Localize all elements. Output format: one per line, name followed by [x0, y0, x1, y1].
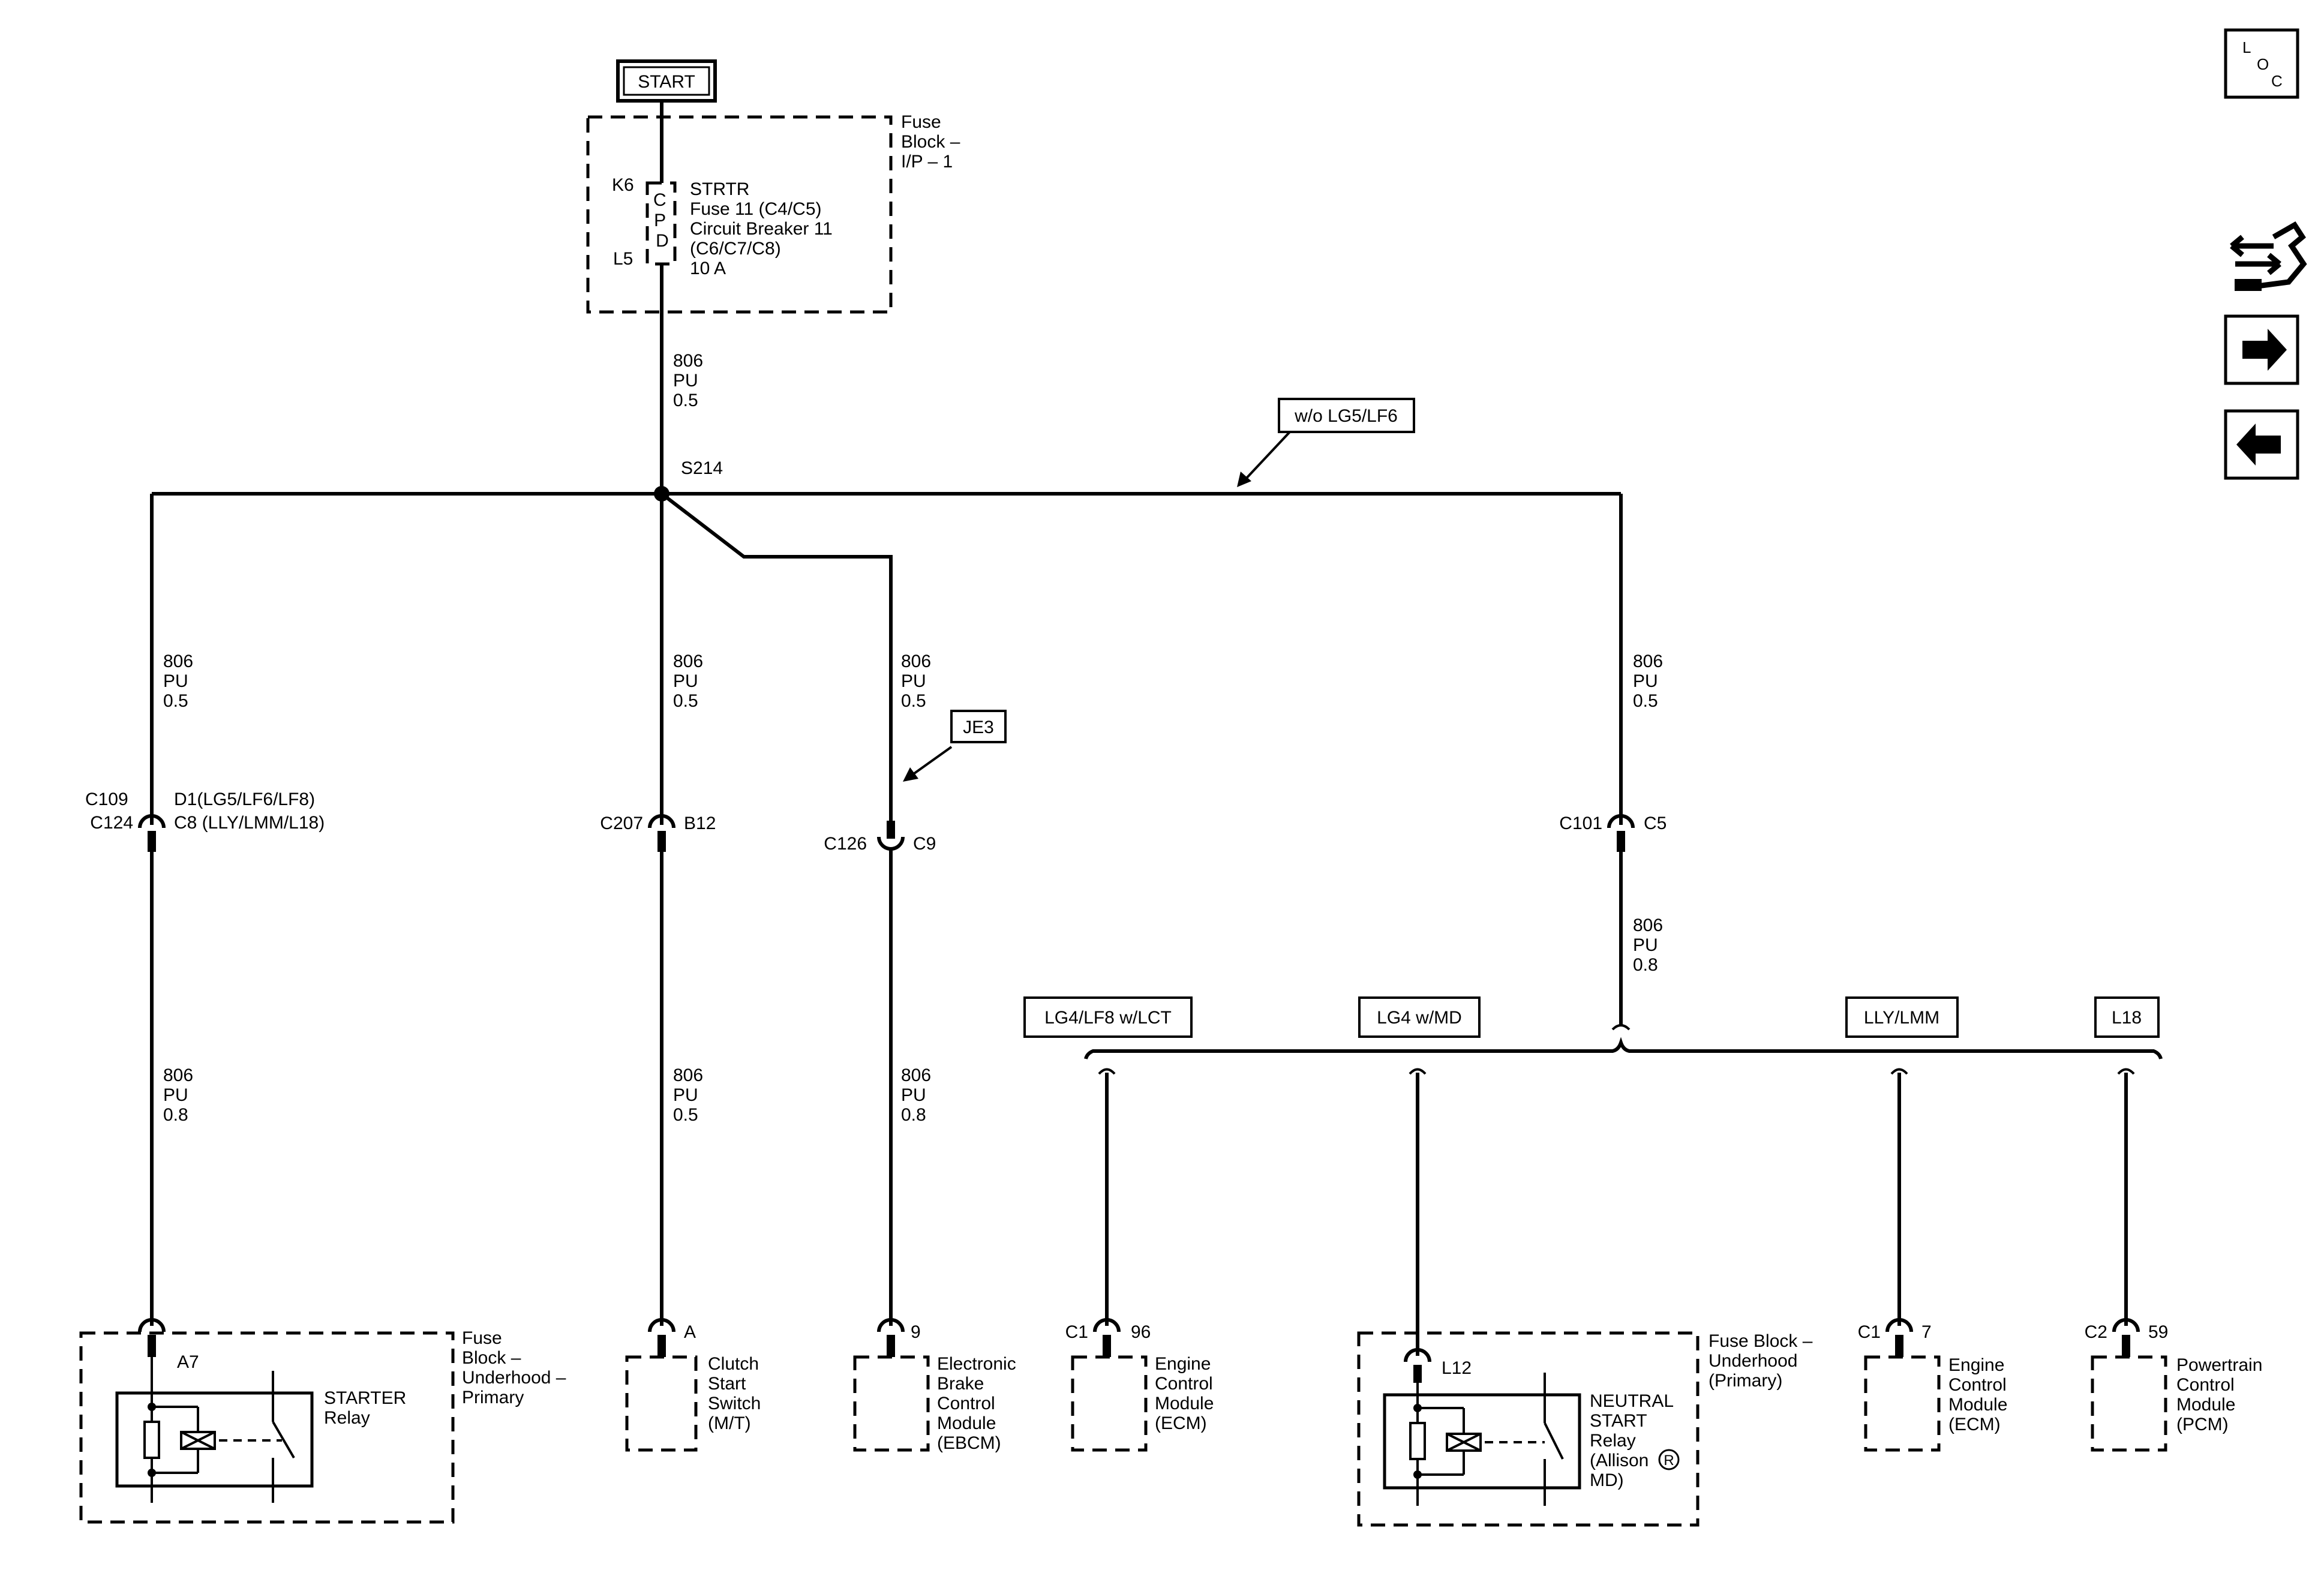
pin-96-label: 96 [1131, 1322, 1151, 1342]
option-lly-lmm: LLY/LMM [1864, 1008, 1939, 1028]
arrowhead [903, 767, 918, 782]
option-box-l18 [2094, 996, 2160, 1038]
loc-button[interactable]: L O C [2224, 28, 2299, 99]
wire-branch-ebcm [660, 492, 893, 821]
pin-9-symbol [877, 1318, 905, 1332]
svg-text:C: C [2271, 72, 2283, 90]
connector-c207-pin-label: B12 [684, 813, 716, 833]
connector-c126-pin-label: C9 [913, 834, 936, 854]
wire-break-symbol [1611, 1024, 1631, 1031]
connector-c109-symbol [138, 814, 166, 828]
wire-break-ecm2 [1890, 1068, 1908, 1075]
option-l18: L18 [2112, 1008, 2142, 1028]
svg-text:O: O [2257, 55, 2269, 73]
ebcm-label: Electronic Brake Control Module (EBCM) [937, 1354, 1021, 1453]
wire-label-starter-lower: 806 PU 0.8 [163, 1065, 198, 1125]
start-label-box: START [616, 59, 717, 103]
wire-label-clutch-lower: 806 PU 0.5 [673, 1065, 708, 1125]
arrow-left-icon [2236, 424, 2281, 466]
pin-96-symbol [1093, 1318, 1121, 1332]
connector-c207-label: C207 [600, 813, 643, 833]
wire-label-clutch-upper: 806 PU 0.5 [673, 652, 708, 711]
ecm1-conn-label: C1 [1065, 1322, 1088, 1342]
ecm1-outline [1071, 1355, 1148, 1452]
fuse-block-ip-outline [586, 115, 893, 314]
ecm2-conn-label: C1 [1858, 1322, 1881, 1342]
option-box-lly-lmm [1845, 996, 1959, 1038]
pin-l12-label: L12 [1442, 1358, 1472, 1378]
wire-label-starter-upper: 806 PU 0.5 [163, 652, 198, 711]
fuse-pin-l5: L5 [613, 249, 633, 269]
wire-break-ecm1 [1098, 1068, 1116, 1075]
connector-c101-pin-label: C5 [1644, 813, 1667, 833]
pin-a7-label: A7 [177, 1352, 199, 1372]
splice-label: S214 [681, 458, 723, 478]
clutch-switch-outline [625, 1355, 698, 1452]
arrowhead [1237, 472, 1251, 487]
pin-7-symbol [1885, 1318, 1913, 1332]
wire-label-c101-upper: 806 PU 0.5 [1633, 652, 1668, 711]
neutral-fuse-block-outline [1357, 1331, 1700, 1527]
option-je3-arrow [911, 746, 953, 776]
registered-mark-letter: R [1664, 1452, 1674, 1469]
neutral-relay-label: NEUTRAL START Relay (Allison MD) [1590, 1391, 1678, 1490]
option-box-lg4-md [1358, 996, 1481, 1038]
svg-text:L: L [2242, 38, 2251, 56]
fuse-pin-k6: K6 [612, 175, 634, 195]
start-label: START [638, 72, 695, 92]
connector-c109-label: C109 C124 [85, 789, 133, 833]
connector-c101-label: C101 [1559, 813, 1602, 833]
clutch-switch-label: Clutch Start Switch (M/T) [708, 1354, 766, 1433]
connector-swap-icon[interactable] [2230, 221, 2307, 291]
option-bus [1084, 1037, 2163, 1059]
option-wo-lg5-arrow [1244, 431, 1291, 481]
pin-59-label: 59 [2148, 1322, 2168, 1342]
neutral-start-relay [1383, 1373, 1581, 1506]
wire-label-top: 806 PU 0.5 [673, 351, 708, 410]
ecm1-label: Engine Control Module (ECM) [1155, 1354, 1219, 1433]
pin-7-label: 7 [1921, 1322, 1932, 1342]
connector-c101-symbol [1607, 814, 1635, 828]
wire-break-pcm [2117, 1068, 2135, 1075]
starter-relay [115, 1357, 314, 1503]
starter-relay-label: STARTER Relay [324, 1388, 412, 1428]
pin-9-label: 9 [911, 1322, 921, 1342]
neutral-fuse-block-label: Fuse Block – Underhood (Primary) [1709, 1331, 1818, 1391]
starter-fuse-block-outline [79, 1331, 455, 1524]
option-box-lg4-lf8 [1023, 996, 1193, 1038]
pcm-label: Powertrain Control Module (PCM) [2176, 1355, 2268, 1434]
arrow-right-icon [2242, 329, 2287, 371]
wire-label-ebcm-upper: 806 PU 0.5 [901, 652, 936, 711]
connector-c207-symbol [648, 814, 675, 828]
pin-a-symbol [648, 1318, 675, 1332]
pcm-outline [2091, 1355, 2167, 1452]
option-lg4-md: LG4 w/MD [1377, 1008, 1462, 1028]
ebcm-outline [853, 1355, 930, 1452]
wire-label-ebcm-lower: 806 PU 0.8 [901, 1065, 936, 1125]
starter-fuse-block-label: Fuse Block – Underhood – Primary [462, 1328, 571, 1407]
connector-c109-pins: D1(LG5/LF6/LF8) C8 (LLY/LMM/L18) [174, 789, 325, 833]
cpd-letters: C P D [653, 190, 671, 251]
pin-a-label: A [684, 1322, 696, 1342]
ecm2-outline [1864, 1355, 1941, 1452]
wire-label-c101-lower: 806 PU 0.8 [1633, 915, 1668, 975]
next-arrow-button[interactable] [2224, 314, 2299, 385]
option-lg4-lf8: LG4/LF8 w/LCT [1044, 1008, 1172, 1028]
registered-mark [1658, 1449, 1680, 1470]
pin-59-symbol [2112, 1318, 2140, 1332]
option-wo-lg5-box [1278, 398, 1415, 433]
option-je3-box [950, 710, 1007, 743]
ecm2-label: Engine Control Module (ECM) [1948, 1355, 2013, 1434]
previous-arrow-button[interactable] [2224, 409, 2299, 480]
fuse-block-ip-title: Fuse Block – I/P – 1 [901, 112, 965, 172]
option-je3: JE3 [963, 718, 994, 737]
pin-l12-symbol [1404, 1348, 1431, 1362]
pin-a7-symbol [138, 1318, 166, 1332]
fuse-description: STRTR Fuse 11 (C4/C5) Circuit Breaker 11… [690, 179, 837, 278]
option-wo-lg5: w/o LG5/LF6 [1294, 406, 1398, 426]
connector-c126-label: C126 [824, 834, 867, 854]
wire-break-neutral [1409, 1068, 1427, 1075]
pcm-conn-label: C2 [2085, 1322, 2107, 1342]
